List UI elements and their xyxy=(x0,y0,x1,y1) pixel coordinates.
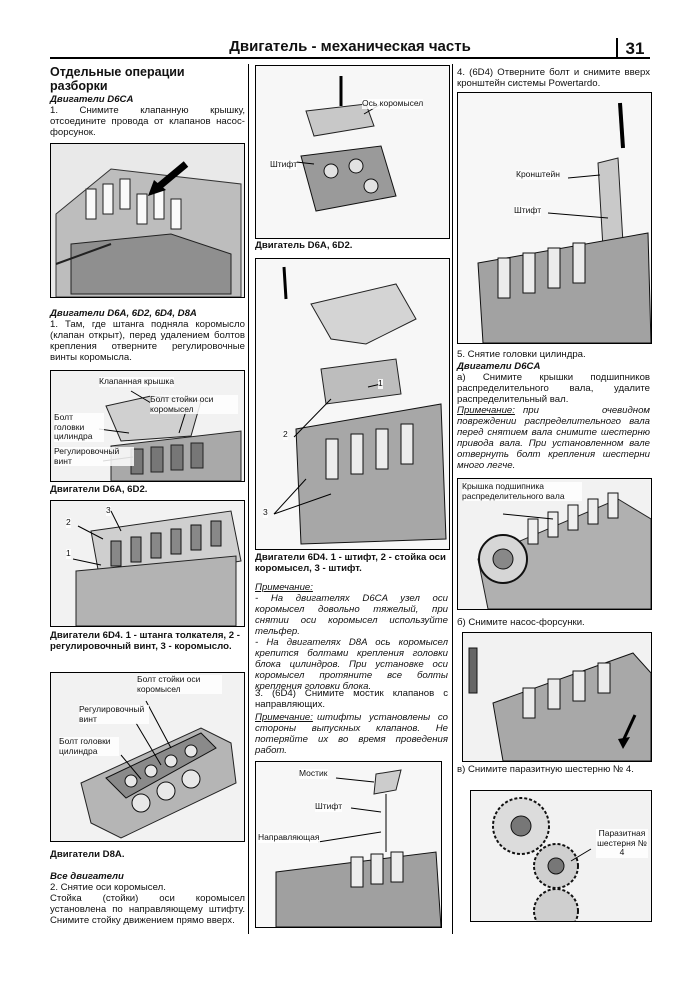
callout-6d4-3: 3 xyxy=(263,507,268,518)
note-label: Примечание: xyxy=(255,582,313,593)
caption-fig-d8a: Двигатели D8A. xyxy=(50,849,125,860)
rocker-axle-illustration xyxy=(256,66,449,238)
figure-6d4-axle xyxy=(255,258,450,550)
label-pin-bracket: Штифт xyxy=(514,205,542,216)
label-guide: Направляющая xyxy=(258,832,320,843)
label-bracket: Кронштейн xyxy=(516,169,560,180)
caption-fig-d6a-6d2: Двигатели D6A, 6D2. xyxy=(50,484,148,495)
subheading-d6a-group: Двигатели D6A, 6D2, 6D4, D8A xyxy=(50,308,197,319)
subheading-d6ca: Двигатели D6CA xyxy=(50,94,134,105)
bridge-illustration xyxy=(256,762,441,927)
step5b-text: б) Снимите насос-форсунки. xyxy=(457,617,585,628)
page-number: 31 xyxy=(625,39,645,58)
page-title: Двигатель - механическая часть xyxy=(229,38,471,55)
note-3: штифты установлены со стороны выпускных … xyxy=(255,712,448,756)
figure-valve-bridge xyxy=(255,761,442,928)
subheading-all: Все двигатели xyxy=(50,871,124,882)
page-number-box xyxy=(616,38,652,59)
note-2: - На двигателях D8A ось коромысел крепит… xyxy=(255,637,448,692)
label-head-bolt-d8a: Болт головки цилиндра xyxy=(59,736,119,756)
caption-fig-d6a-6d2-axle: Двигатель D6A, 6D2. xyxy=(255,240,353,251)
rocker-illustration xyxy=(51,501,244,626)
label-bolt-stand-d8a: Болт стойки оси коромысел xyxy=(137,674,222,694)
label-adjusting-screw-d8a: Регулировочный винт xyxy=(79,704,149,724)
d8a-illustration xyxy=(51,673,244,841)
label-rocker-axle: Ось коромысел xyxy=(362,98,424,109)
caption-fig-6d4-axle: Двигатели 6D4. 1 - штифт, 2 - стойка оси… xyxy=(255,552,446,574)
label-idler-gear: Паразитная шестерня № 4 xyxy=(596,828,648,858)
header-rule xyxy=(50,57,650,59)
label-valve-cover: Клапанная крышка xyxy=(99,376,175,387)
step5a-text: а) Снимите крышки подшипников распредели… xyxy=(457,372,650,405)
note-label-col3: Примечание: xyxy=(457,405,515,416)
note-1: - На двигателях D6CA узел оси коромысел … xyxy=(255,593,448,637)
figure-powertardo-bracket xyxy=(457,92,652,344)
callout-3: 3 xyxy=(106,505,111,516)
figure-d8a xyxy=(50,672,245,842)
step5c-text: в) Снимите паразитную шестерню № 4. xyxy=(457,764,634,775)
label-adjusting-screw: Регулировочный винт xyxy=(54,446,134,466)
camshaft-illustration xyxy=(458,479,651,609)
section-title: Отдельные операции разборки xyxy=(50,65,185,93)
step1-group-text: 1. Там, где штанга подняла коромысло (кл… xyxy=(50,319,245,363)
step5-title: 5. Снятие головки цилиндра. xyxy=(457,349,586,360)
axle-6d4-illustration xyxy=(256,259,449,549)
step2-title: 2. Снятие оси коромысел. xyxy=(50,882,166,893)
step1-d6ca-text: 1. Снимите клапанную крышку, отсоедините… xyxy=(50,105,245,138)
label-head-bolt: Болт головки цилиндра xyxy=(54,412,104,442)
bracket-illustration xyxy=(458,93,651,343)
note-label-2: Примечание: xyxy=(255,712,313,723)
caption-fig-6d4-rocker: Двигатели 6D4. 1 - штанга толкателя, 2 -… xyxy=(50,630,240,652)
label-bridge: Мостик xyxy=(299,768,328,779)
injector-illustration xyxy=(463,633,651,761)
figure-d6ca-valve-cover xyxy=(50,143,245,298)
callout-6d4-2: 2 xyxy=(283,429,288,440)
step3-text: 3. (6D4) Снимите мостик клапанов с напра… xyxy=(255,688,448,710)
column-divider-2 xyxy=(452,64,453,934)
figure-rocker-axle-d6a xyxy=(255,65,450,239)
engine-illustration-d6ca xyxy=(51,144,244,297)
label-camshaft-bearing-cover: Крышка подшипника распределительного вал… xyxy=(462,481,582,501)
column-divider-1 xyxy=(248,64,249,934)
label-pin-bridge: Штифт xyxy=(315,801,343,812)
label-pin: Штифт xyxy=(270,159,298,170)
callout-1: 1 xyxy=(66,548,71,559)
step4-text: 4. (6D4) Отверните болт и снимите вверх … xyxy=(457,67,650,89)
label-bolt-stand: Болт стойки оси коромысел xyxy=(150,394,238,414)
callout-2: 2 xyxy=(66,517,71,528)
note-col3: при очевидном повреждении распределитель… xyxy=(457,405,650,471)
callout-6d4-1: 1 xyxy=(378,378,383,389)
step2-text: Стойка (стойки) оси коромысел установлен… xyxy=(50,893,245,926)
figure-injectors xyxy=(462,632,652,762)
subheading-d6ca-col3: Двигатели D6CA xyxy=(457,361,541,372)
figure-6d4-rocker xyxy=(50,500,245,627)
